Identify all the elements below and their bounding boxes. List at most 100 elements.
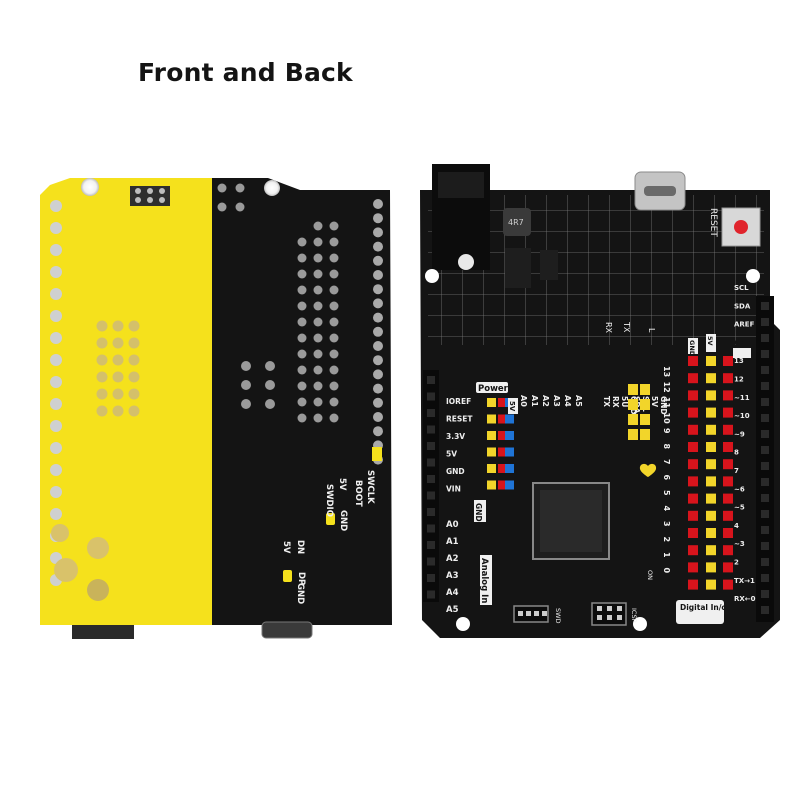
solder-pad (297, 285, 307, 295)
header-socket (427, 475, 435, 483)
header-pin-red (723, 528, 733, 538)
digital-number-label: 5 (662, 490, 671, 496)
header-socket (761, 446, 769, 454)
solder-pad (313, 237, 323, 247)
solder-pad (217, 183, 227, 193)
power-header-label: Power (478, 384, 509, 394)
header-pin-yellow (706, 510, 716, 521)
digital-number-label: 4 (662, 506, 671, 512)
header-pin-yellow (628, 399, 638, 410)
label-5v: 5V (337, 478, 347, 491)
solder-pad (297, 365, 307, 375)
solder-pad (128, 354, 140, 366)
right-pin-label: ~6 (734, 485, 745, 493)
v5-vert-label: 5V (508, 401, 516, 412)
solder-pad (297, 269, 307, 279)
solder-pad (313, 397, 323, 407)
header-pin-red (498, 464, 507, 473)
solder-pad (373, 312, 383, 323)
header-pin-blue (505, 414, 514, 424)
solder-pad (241, 361, 251, 371)
power-pin-label: GND (446, 467, 465, 476)
reset-label: RESET (708, 208, 718, 237)
right-pin-label: RX←0 (734, 595, 756, 603)
header-socket (761, 542, 769, 550)
digital-female-header (756, 296, 774, 622)
header-pin-yellow (640, 414, 650, 425)
header-pin (607, 615, 612, 620)
header-pin-yellow (706, 407, 716, 418)
header-socket (761, 606, 769, 614)
solder-pad (297, 253, 307, 263)
analog-header-label: Analog In (479, 558, 489, 603)
right-pin-label: 2 (734, 559, 739, 567)
header-pin-red (688, 459, 698, 470)
header-pin-red (688, 390, 698, 401)
right-pin-label: AREF (734, 321, 755, 329)
analog-pin-label: A1 (446, 537, 459, 547)
header-pin-yellow (628, 429, 638, 440)
header-pin-red (688, 510, 698, 521)
solder-pad (373, 397, 383, 408)
solder-pad (50, 354, 62, 366)
on-led-label: ON (646, 570, 654, 580)
mount-hole (81, 178, 99, 196)
uart-pin-label: 5U (620, 396, 629, 407)
solder-pad (313, 301, 323, 311)
i2c-pin-label: GND (659, 396, 668, 415)
usb-gnd-pad (283, 570, 292, 582)
digital-number-label: 1 (662, 552, 671, 558)
back-board: SWCLK 5V BOOT SWDIO GND DN DP 5V GND (40, 178, 392, 639)
header-socket (427, 541, 435, 549)
header-socket (427, 425, 435, 434)
header-socket (761, 302, 769, 310)
header-pin-red (498, 480, 507, 490)
solder-pad (373, 255, 383, 266)
solder-pad (373, 213, 383, 224)
solder-pad (128, 371, 140, 383)
right-pin-label: TX→1 (734, 577, 755, 585)
solder-pad (329, 269, 339, 279)
header-pin (597, 615, 602, 620)
header-socket (761, 318, 769, 326)
header-pin-red (688, 373, 698, 384)
right-pin-label: ~3 (734, 540, 745, 548)
header-pin-red (723, 510, 733, 521)
solder-pad (50, 398, 62, 410)
solder-pad (96, 371, 108, 383)
swd-label: SWD (554, 608, 562, 624)
header-socket (761, 462, 769, 470)
tx-led-label: TX (622, 321, 631, 333)
header-pin-blue (505, 464, 514, 473)
header-socket (427, 590, 435, 599)
header-pin (135, 188, 141, 194)
solder-pad (96, 337, 108, 349)
header-socket (427, 524, 435, 533)
label-swdio: SWDIO (324, 484, 334, 517)
mount-hole (456, 617, 470, 631)
solder-pad (313, 365, 323, 375)
rx-led-label: RX (604, 322, 613, 334)
solder-pad (373, 383, 383, 394)
digital-number-label: 6 (662, 475, 671, 481)
header-socket (427, 574, 435, 582)
solder-pad (329, 221, 339, 231)
i2c-pin-label: 5V (650, 396, 659, 407)
header-socket (761, 526, 769, 534)
header-pin-yellow (628, 384, 638, 395)
solder-pad (112, 371, 124, 383)
digital-number-label: 7 (662, 459, 671, 465)
gnd-vert-label: GND (474, 503, 483, 522)
solder-pad (96, 320, 108, 332)
solder-pad (329, 285, 339, 295)
label-boot: BOOT (353, 480, 363, 507)
mount-hole (633, 617, 647, 631)
header-pin (607, 606, 612, 611)
header-pin-yellow (706, 528, 716, 538)
solder-pad (96, 354, 108, 366)
header-pin-red (498, 447, 507, 457)
voltage-regulator (505, 248, 531, 288)
power-female-header (423, 370, 439, 602)
label-gnd: GND (338, 510, 348, 531)
